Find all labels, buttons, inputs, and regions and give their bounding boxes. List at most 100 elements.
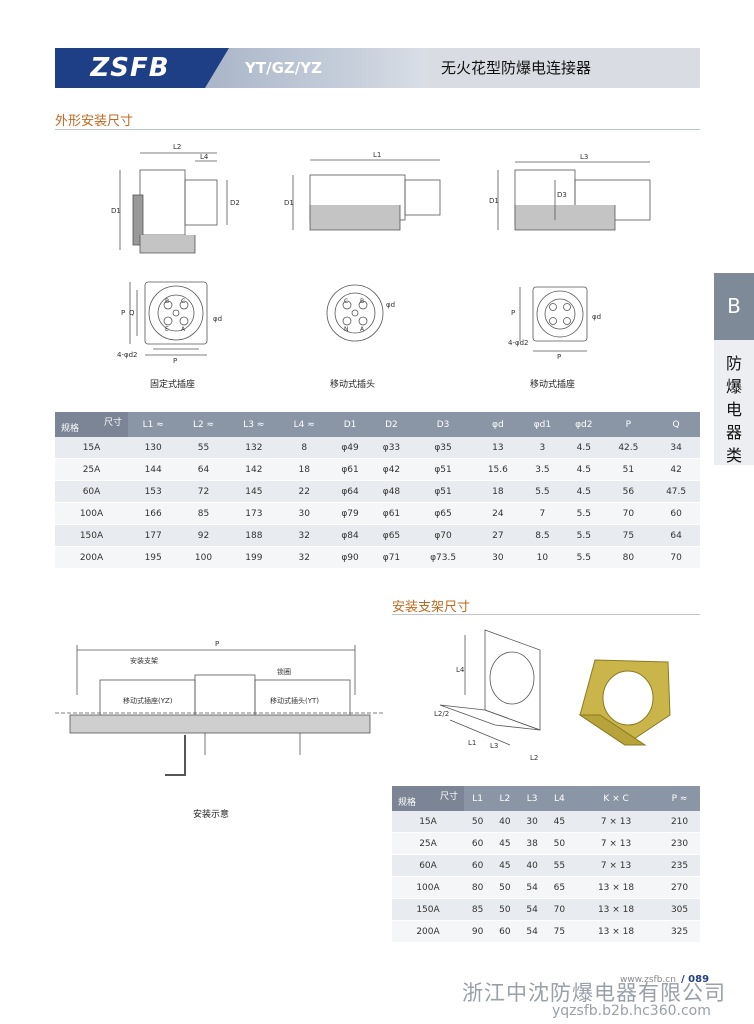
label-yz: 移动式插座(YZ) [123,696,173,705]
header-model: YT/GZ/YZ [205,48,425,88]
section-title-dimensions: 外形安装尺寸 [55,114,134,129]
table-cell: 80 [604,546,653,569]
table-cell: 56 [604,480,653,503]
table-cell: 90 [464,920,492,943]
table-cell: 13 × 18 [573,898,660,921]
column-header: P ≈ [659,786,700,811]
table-cell: 30 [474,546,522,569]
table-cell: 145 [228,480,280,503]
side-tab-letter: B [714,273,754,340]
table-cell: φ61 [329,458,371,481]
dim-label-l4: L4 [200,153,209,161]
corner-bottom: 规格 [61,424,80,434]
dim-label-phid-plug: φd [386,301,395,309]
pin-label: C [344,298,348,305]
table-cell: 188 [228,524,280,547]
table-cell: 42.5 [604,437,653,459]
pin-label: B [360,298,364,305]
table-cell: 8 [279,437,330,459]
table-cell: 230 [659,832,700,855]
table-cell: 60 [464,854,492,877]
pin-label: B [165,298,169,305]
dim-label-l2-bracket: L2 [530,754,538,762]
footer-page: www.zsfb.cn / 089 [620,967,709,986]
column-header: L4 ≈ [279,412,330,437]
table-cell: 18 [474,480,522,503]
installation-drawing: P 安装支架 锁圈 移动式插座(YZ) 移动式插头(YT) 安装示意 [55,640,385,820]
table-cell: 45 [545,811,573,833]
table-cell: 7 × 13 [573,854,660,877]
dim-label-p2: P [173,357,177,365]
table-cell: 70 [604,502,653,525]
dim-label-d1b: D1 [284,199,294,207]
table-cell: 38 [518,832,546,855]
drawing-body [139,169,186,236]
table-cell: 7 × 13 [573,811,660,833]
dim-label-phid2b: 4-φd2 [508,339,529,347]
table-cell: 54 [518,876,546,899]
dim-label-l1-bracket: L1 [468,739,476,747]
table-cell: 70 [545,898,573,921]
table-cell: φ51 [412,458,474,481]
table-cell: 210 [659,811,700,833]
table-cell: φ49 [329,437,371,459]
table-cell: 65 [545,876,573,899]
corner-bottom: 规格 [398,798,417,808]
caption-mobile-socket: 移动式插座 [530,378,575,390]
table-cell: φ51 [412,480,474,503]
table-cell: 64 [178,458,229,481]
table-cell: 24 [474,502,522,525]
table-cell: 60 [491,920,519,943]
table-cell: 13 [474,437,522,459]
row-spec: 60A [55,480,128,503]
table-cell: 4.5 [563,437,605,459]
row-spec: 200A [392,920,464,943]
table-cell: 166 [128,502,179,525]
column-header: D2 [370,412,413,437]
row-spec: 25A [392,832,464,855]
brand-logo: ZSFB [55,48,205,88]
table-cell: 55 [545,854,573,877]
section-rule [55,129,700,130]
column-header: Q [652,412,700,437]
table-cell: φ61 [370,502,413,525]
column-header: P [604,412,653,437]
table-cell: 7 × 13 [573,832,660,855]
table-cell: 13 × 18 [573,876,660,899]
column-header: L2 ≈ [178,412,229,437]
pin-label: E [165,326,169,333]
dim-label-phid: φd [213,315,222,323]
company-site: yqzsfb.b2b.hc360.com [552,1003,711,1019]
table-cell: φ84 [329,524,371,547]
table-cell: 72 [178,480,229,503]
table-cell: φ42 [370,458,413,481]
table-cell: 3.5 [521,458,564,481]
header-title: 无火花型防爆电连接器 [425,48,700,88]
column-header: φd1 [521,412,564,437]
table-cell: 92 [178,524,229,547]
table-cell: 8.5 [521,524,564,547]
row-spec: 15A [392,811,464,833]
table-cell: 144 [128,458,179,481]
column-header: L4 [545,786,573,811]
mobile-socket-front [532,286,588,342]
mobile-plug-front [326,284,384,342]
page-number: / 089 [681,974,710,985]
table-cell: 15.6 [474,458,522,481]
dim-label-l1: L1 [373,151,381,159]
table-cell: φ64 [329,480,371,503]
table-cell: 5.5 [521,480,564,503]
dim-label-p-install: P [215,640,219,648]
side-tab-char: 器 [725,423,742,442]
table-cell: 75 [545,920,573,943]
table-cell: φ48 [370,480,413,503]
table-cell: 45 [491,832,519,855]
